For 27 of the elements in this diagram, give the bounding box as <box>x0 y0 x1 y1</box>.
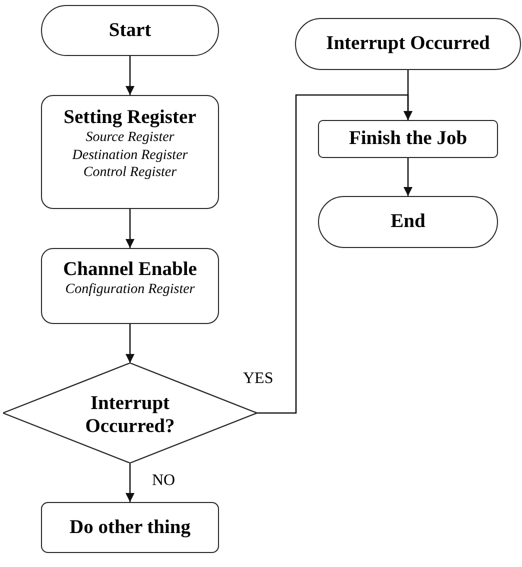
node-label: Start <box>108 20 152 42</box>
register-label: Control Register <box>83 164 177 182</box>
register-label: Destination Register <box>72 146 188 164</box>
register-label: Configuration Register <box>65 281 195 298</box>
node-label: Setting Register <box>64 107 196 129</box>
edge-label: NO <box>152 472 176 489</box>
node-label: Channel Enable <box>63 259 197 281</box>
register-label: Source Register <box>86 129 174 146</box>
terminal-shape <box>295 18 521 70</box>
process-box <box>41 502 219 553</box>
arrow <box>404 158 412 196</box>
arrow <box>126 324 134 363</box>
arrow <box>126 56 134 95</box>
process-box <box>318 120 498 158</box>
node-label: Finish the Job <box>348 128 468 150</box>
node-label: Interrupt Occurred? <box>84 392 176 438</box>
arrow <box>126 463 134 502</box>
process-box <box>41 95 219 209</box>
node-label: Do other thing <box>70 516 190 538</box>
arrow <box>404 70 412 120</box>
terminal-shape <box>318 196 498 248</box>
process-box <box>41 248 219 324</box>
terminal-shape <box>41 5 219 56</box>
edge-label: YES <box>243 370 274 387</box>
node-label: Interrupt Occurred <box>326 33 490 55</box>
arrow <box>126 209 134 248</box>
node-label: End <box>390 211 426 233</box>
